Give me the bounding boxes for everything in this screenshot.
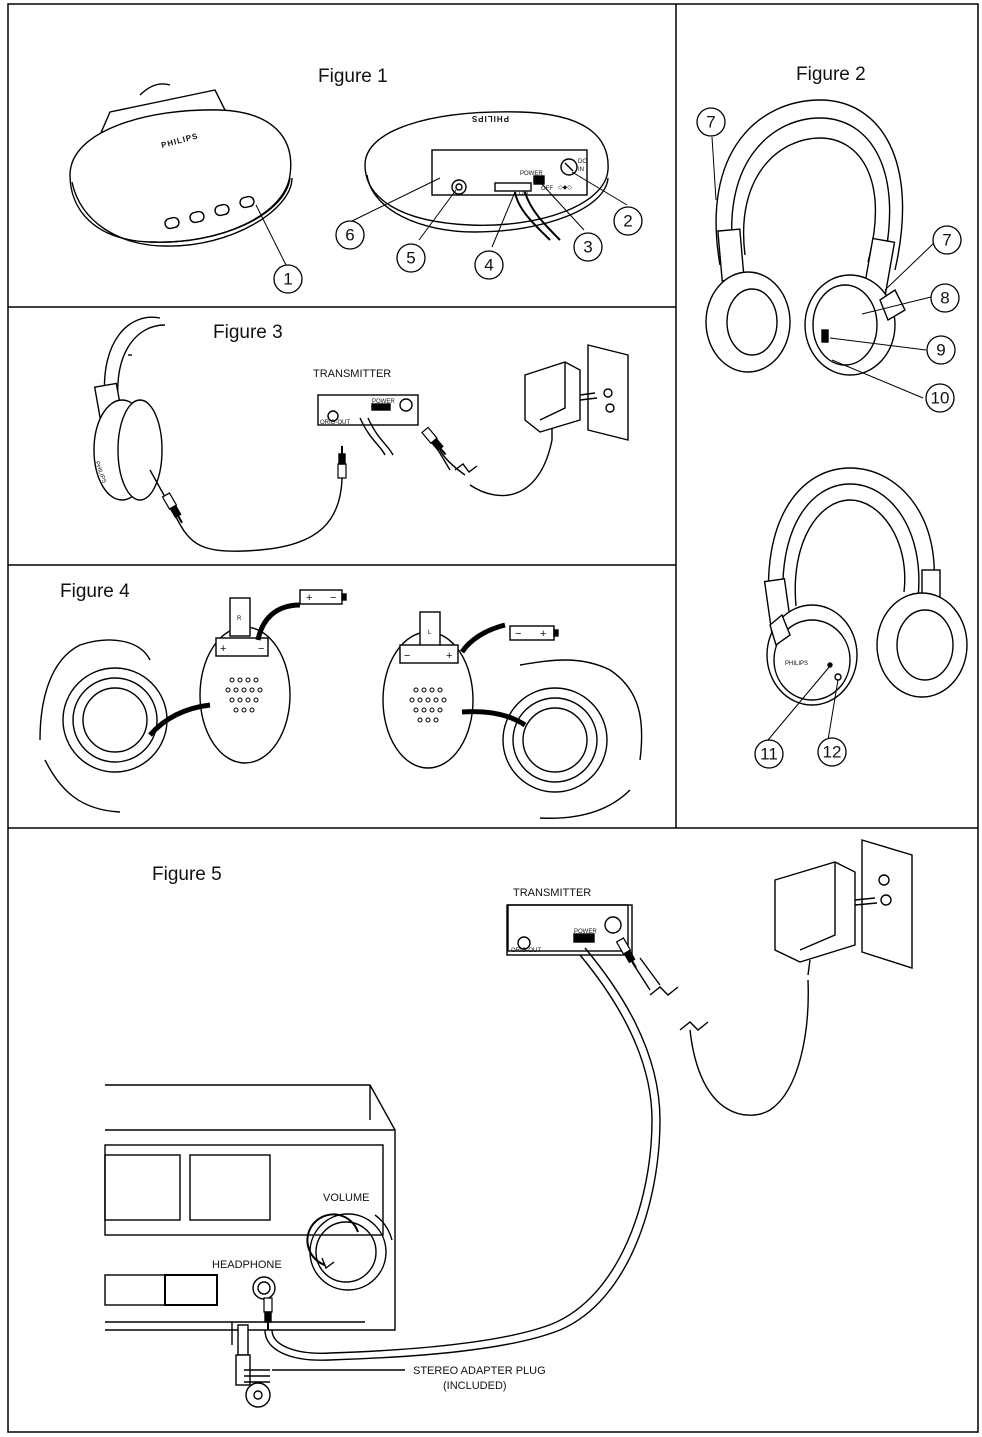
figure-3-transmitter-panel-text: POWER ORIG-OUT (320, 399, 395, 426)
figure-2-callouts (696, 107, 962, 769)
figure-2-callout-leaders (711, 136, 936, 741)
svg-text:−: − (330, 592, 336, 604)
transmitter-front-illustration (69, 83, 293, 247)
callout-11: 11 (760, 745, 778, 764)
callout-6: 6 (345, 226, 354, 245)
figure-2: Figure 2 (696, 64, 968, 769)
figure-3-title: Figure 3 (213, 322, 283, 343)
callout-5: 5 (406, 249, 415, 268)
callout-10: 10 (931, 389, 950, 408)
adapter-label-line2: (INCLUDED) (443, 1380, 507, 1392)
svg-text:POWER: POWER (520, 171, 543, 177)
page-frame (7, 3, 979, 1433)
svg-text:POWER: POWER (372, 399, 395, 405)
figure-4-title: Figure 4 (60, 581, 130, 602)
figure-5-transmitter-illustration (506, 904, 679, 996)
svg-text:L: L (428, 630, 432, 636)
figure-5-cables (231, 947, 661, 1408)
svg-text:◇◆◇: ◇◆◇ (558, 185, 572, 191)
headphones-brand-text: PHILIPS (785, 661, 808, 667)
callout-3: 3 (583, 238, 592, 257)
svg-text:ON: ON (519, 191, 528, 197)
svg-text:ORIG-OUT: ORIG-OUT (511, 948, 541, 954)
figure-3-illustration (93, 316, 629, 552)
svg-text:−: − (515, 628, 521, 640)
figure-5-transmitter-label: TRANSMITTER (513, 887, 591, 899)
svg-text:+: + (446, 650, 452, 662)
svg-text:ORIG-OUT: ORIG-OUT (320, 420, 350, 426)
figure-5-stereo-unit (104, 1084, 396, 1331)
callout-9: 9 (936, 341, 945, 360)
figure-1-callouts (273, 206, 643, 294)
figure-5-adapter-outlet (679, 839, 913, 1116)
figure-4: Figure 4 R + − (39, 581, 643, 819)
figure-1: Figure 1 PHILIPS PHI (69, 66, 643, 294)
figure-4-left-labels: R + − + − (220, 592, 336, 655)
transmitter-back-brand-text: PHILIPS (471, 114, 509, 123)
callout-12: 12 (823, 743, 842, 762)
figure-1-title: Figure 1 (318, 66, 388, 87)
figure-3-transmitter-label: TRANSMITTER (313, 368, 391, 380)
transmitter-back-illustration (364, 111, 609, 241)
svg-text:−: − (404, 650, 410, 662)
callout-7-right: 7 (942, 231, 951, 250)
headphones-front-illustration (763, 467, 968, 706)
figure-4-left-illustration (39, 589, 347, 813)
svg-text:−: − (258, 643, 264, 655)
transmitter-back-panel-text: POWER ON OFF DC IN ◇◆◇ (519, 159, 587, 197)
figure-2-title: Figure 2 (796, 64, 866, 85)
figure-5-transmitter-panel-text: POWER ORIG-OUT (511, 929, 597, 954)
callout-4: 4 (484, 256, 493, 275)
figure-4-right-labels: L − + − + (404, 628, 546, 662)
figure-1-callout-leaders (255, 171, 628, 266)
figure-3: Figure 3 TRANSMITTER (93, 316, 629, 552)
volume-label: VOLUME (323, 1192, 369, 1204)
callout-1: 1 (283, 270, 292, 289)
svg-text:+: + (540, 628, 546, 640)
headphone-label: HEADPHONE (212, 1259, 282, 1271)
svg-text:R: R (237, 616, 242, 622)
figure-5-title: Figure 5 (152, 864, 222, 885)
svg-text:+: + (306, 592, 312, 604)
callout-7-top: 7 (706, 113, 715, 132)
figure-4-right-illustration (382, 611, 643, 819)
callout-8: 8 (940, 289, 949, 308)
svg-text:DC: DC (578, 159, 587, 165)
figure-5: Figure 5 TRANSMITTER POWER ORIG-OUT (104, 839, 913, 1408)
svg-text:POWER: POWER (574, 929, 597, 935)
svg-text:IN: IN (578, 167, 584, 173)
callout-2: 2 (623, 212, 632, 231)
headphones-side-illustration (705, 99, 906, 376)
svg-text:OFF: OFF (541, 186, 553, 192)
svg-text:+: + (220, 643, 226, 655)
adapter-label-line1: STEREO ADAPTER PLUG (413, 1365, 546, 1377)
